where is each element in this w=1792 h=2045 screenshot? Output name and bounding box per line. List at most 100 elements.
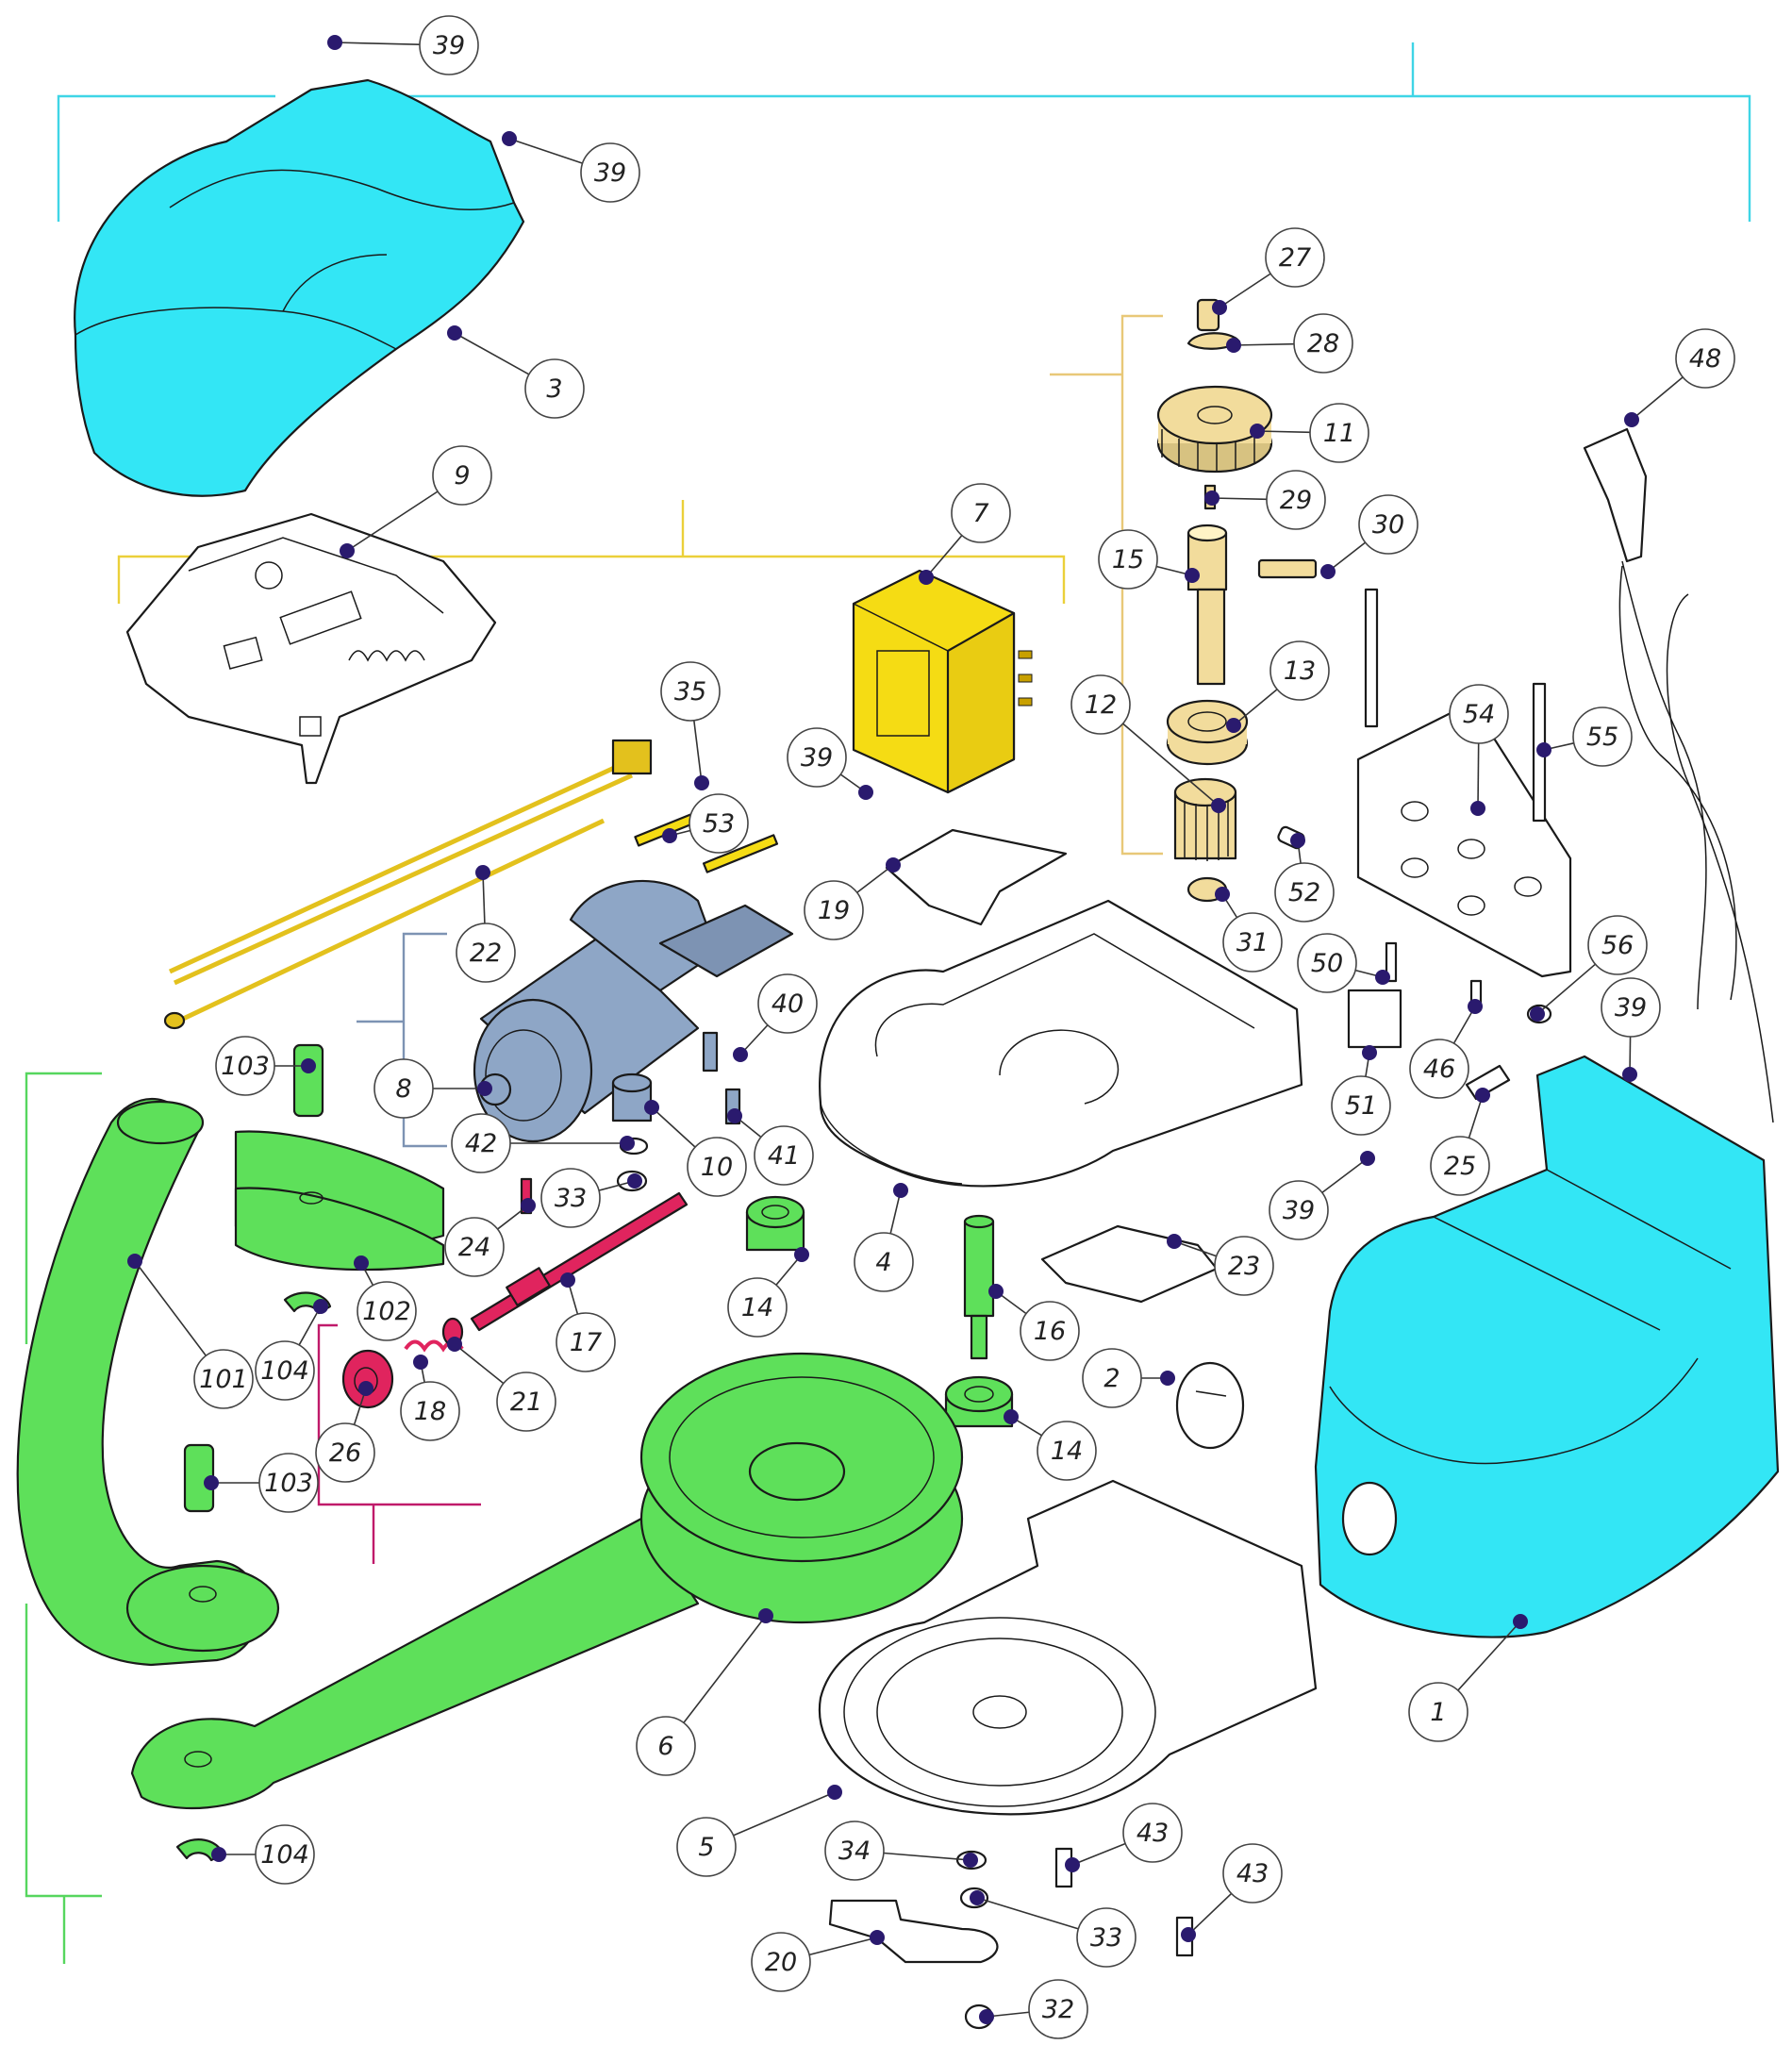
callout-bubble xyxy=(1037,1421,1097,1481)
callout-bubble xyxy=(258,1453,319,1513)
leader-line-101 xyxy=(134,1260,207,1356)
callout-number: 24 xyxy=(458,1233,490,1262)
callout-25: 25 xyxy=(1430,1088,1490,1196)
callout-11: 11 xyxy=(1250,403,1369,463)
cup-26-part xyxy=(341,1349,394,1409)
magenta-shaft-part xyxy=(470,1191,689,1332)
callout-number: 15 xyxy=(1112,545,1144,574)
callout-43: 43 xyxy=(1065,1803,1183,1872)
callout-dot xyxy=(893,1183,908,1198)
callout-bubble xyxy=(824,1821,885,1881)
lower-housing-part xyxy=(1314,1055,1780,1638)
screw-40-part xyxy=(702,1031,719,1072)
callout-bubble xyxy=(1265,227,1325,288)
leader-line-7 xyxy=(925,535,963,578)
bearing-14a-part xyxy=(745,1195,805,1252)
callout-bubble xyxy=(804,880,864,940)
callout-dot xyxy=(1536,742,1551,757)
screw-50-part xyxy=(1385,941,1398,983)
pin-103a-part xyxy=(292,1043,324,1118)
callout-bubble xyxy=(432,445,492,506)
leader-line-11 xyxy=(1256,430,1311,434)
callout-bubble xyxy=(357,1281,417,1341)
callout-number: 20 xyxy=(765,1948,797,1977)
callout-bubble xyxy=(1430,1136,1490,1196)
callout-13: 13 xyxy=(1226,640,1330,733)
callout-dot xyxy=(1475,1088,1490,1103)
callout-35: 35 xyxy=(660,661,721,790)
callout-number: 28 xyxy=(1307,329,1339,358)
half-disc-part xyxy=(234,1130,445,1272)
wire-harness-part xyxy=(163,739,653,1030)
leader-line-1 xyxy=(1457,1621,1521,1691)
motor-bracket-part xyxy=(885,828,1068,926)
callout-dot xyxy=(1226,338,1241,353)
callout-50: 50 xyxy=(1297,933,1390,993)
callout-bubble xyxy=(1408,1682,1468,1742)
callout-bubble xyxy=(255,1340,315,1401)
callout-dot xyxy=(886,857,901,873)
callout-bubble xyxy=(315,1422,375,1483)
callout-number: 23 xyxy=(1228,1252,1260,1281)
callout-number: 35 xyxy=(674,677,706,707)
drive-gear-part xyxy=(611,1072,653,1122)
callout-dot xyxy=(870,1930,885,1945)
callout-29: 29 xyxy=(1204,470,1326,530)
callout-dot xyxy=(1065,1857,1080,1872)
leader-line-54 xyxy=(1477,742,1480,809)
callout-number: 102 xyxy=(362,1297,411,1326)
callout-26: 26 xyxy=(315,1381,375,1483)
callout-53: 53 xyxy=(662,793,749,854)
callout-101: 101 xyxy=(127,1254,254,1409)
callout-number: 39 xyxy=(433,31,465,60)
callout-39: 39 xyxy=(787,727,873,800)
callout-bubble xyxy=(689,793,749,854)
callout-41: 41 xyxy=(727,1108,814,1186)
callout-bubble xyxy=(193,1349,254,1409)
leader-line-30 xyxy=(1327,541,1367,573)
callout-43: 43 xyxy=(1181,1843,1283,1942)
callout-dot xyxy=(620,1136,635,1151)
callout-number: 17 xyxy=(570,1328,602,1357)
callout-40: 40 xyxy=(733,973,818,1062)
callout-30: 30 xyxy=(1320,494,1419,579)
callout-8: 8 xyxy=(373,1058,492,1119)
callout-bubble xyxy=(1070,674,1131,735)
leader-line-20 xyxy=(808,1937,878,1956)
callout-bubble xyxy=(1274,862,1335,923)
callout-dot xyxy=(758,1608,773,1623)
callout-number: 101 xyxy=(199,1365,248,1394)
callout-dot xyxy=(1211,798,1226,813)
callout-12: 12 xyxy=(1070,674,1226,813)
callout-33: 33 xyxy=(540,1168,642,1228)
callout-104: 104 xyxy=(255,1299,328,1401)
callout-dot xyxy=(1226,718,1241,733)
leader-line-6 xyxy=(683,1615,767,1723)
callout-bubble xyxy=(451,1113,511,1173)
leader-line-39 xyxy=(334,42,421,46)
callout-number: 52 xyxy=(1288,878,1320,907)
callout-bubble xyxy=(1082,1348,1142,1408)
callout-39: 39 xyxy=(327,15,479,75)
callout-dot xyxy=(1250,424,1265,439)
callout-56: 56 xyxy=(1530,915,1648,1022)
callout-number: 29 xyxy=(1280,486,1312,515)
callout-number: 55 xyxy=(1586,723,1618,752)
callout-dot xyxy=(1530,1006,1545,1022)
callout-bubble xyxy=(444,1217,505,1277)
callout-dot xyxy=(644,1100,659,1115)
callout-bubble xyxy=(255,1824,315,1885)
base-plate-part xyxy=(818,1479,1318,1816)
callout-102: 102 xyxy=(354,1255,417,1341)
callout-22: 22 xyxy=(456,865,516,983)
callout-dot xyxy=(1320,564,1336,579)
callout-dot xyxy=(858,785,873,800)
callout-3: 3 xyxy=(447,325,585,419)
callout-bubble xyxy=(660,661,721,722)
callout-10: 10 xyxy=(644,1100,747,1197)
callout-number: 48 xyxy=(1689,344,1721,374)
bracket-slate-motor xyxy=(357,932,447,1148)
callout-bubble xyxy=(419,15,479,75)
leader-line-48 xyxy=(1631,376,1684,421)
